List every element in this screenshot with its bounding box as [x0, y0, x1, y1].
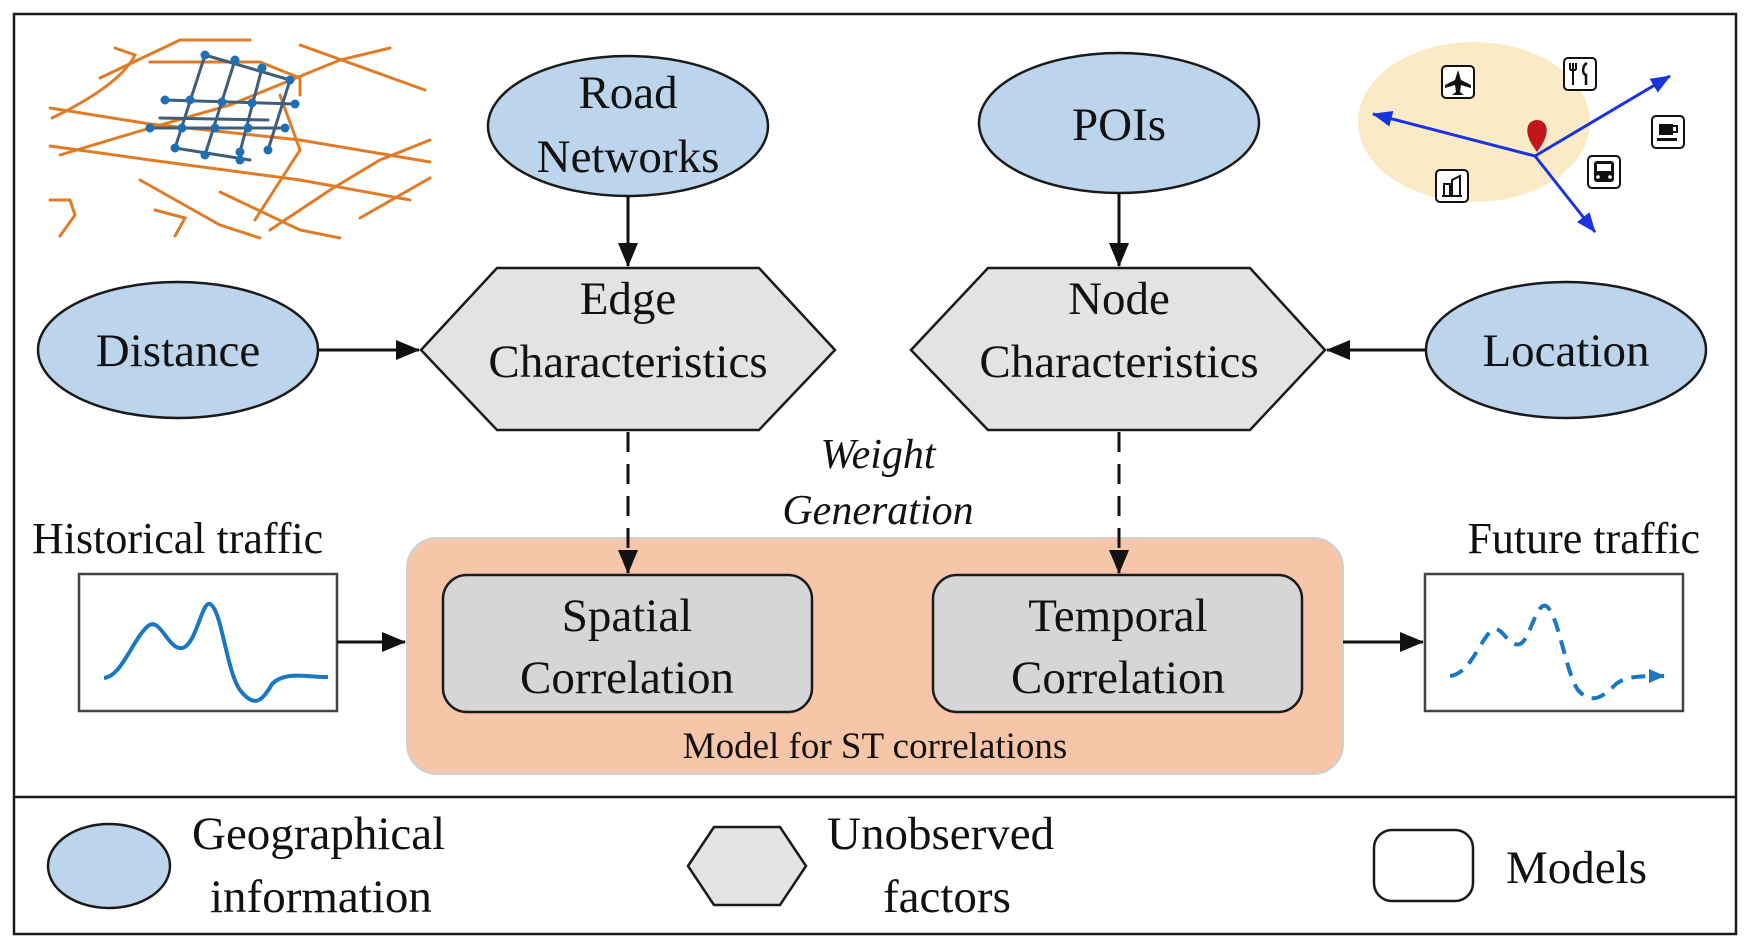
bus-icon [1587, 155, 1621, 189]
weight-generation-line-1: Weight [820, 432, 936, 478]
legend-models: Models [1372, 828, 1647, 903]
legend-models-label: Models [1506, 842, 1647, 894]
coffee-icon [1651, 115, 1685, 149]
legend-unobserved-line-2: factors [883, 871, 1011, 923]
node-characteristics-node: Node Characteristics [909, 266, 1327, 432]
road-networks-node: Road Networks [486, 54, 770, 198]
road-networks-line-2: Networks [537, 131, 720, 183]
edge-characteristics-line-1: Edge [580, 273, 677, 325]
pois-node: POIs [977, 51, 1261, 195]
road-network-map-icon [48, 38, 432, 240]
node-characteristics-line-2: Characteristics [979, 336, 1258, 388]
historical-traffic-chart [77, 572, 339, 713]
node-characteristics-line-1: Node [1068, 273, 1170, 325]
distance-label: Distance [96, 325, 260, 377]
spatial-correlation-line-1: Spatial [562, 590, 693, 642]
legend-geographical-line-1: Geographical [192, 808, 445, 860]
spatial-correlation-line-2: Correlation [520, 652, 734, 704]
model-region-label: Model for ST correlations [683, 726, 1068, 767]
legend-geographical: Geographical information [46, 808, 445, 923]
edge-characteristics-node: Edge Characteristics [419, 266, 837, 432]
office-icon [1435, 169, 1469, 203]
future-traffic-chart [1423, 572, 1685, 713]
legend-unobserved: Unobserved factors [686, 808, 1054, 923]
pois-label: POIs [1072, 99, 1166, 151]
temporal-correlation-line-2: Correlation [1011, 652, 1225, 704]
edge-characteristics-line-2: Characteristics [488, 336, 767, 388]
road-network-nodes [145, 50, 300, 165]
spatial-correlation-node: Spatial Correlation [441, 573, 814, 714]
weight-generation-line-2: Generation [782, 488, 973, 534]
location-pin-icon [1527, 120, 1547, 152]
restaurant-icon [1563, 57, 1597, 91]
legend-geographical-line-2: information [210, 871, 432, 923]
poi-map-icon [1358, 42, 1685, 233]
location-label: Location [1482, 325, 1649, 377]
legend-unobserved-line-1: Unobserved [827, 808, 1054, 860]
flow-arrows [318, 193, 1426, 652]
temporal-correlation-node: Temporal Correlation [931, 573, 1304, 714]
future-traffic-label: Future traffic [1467, 514, 1700, 563]
distance-node: Distance [36, 280, 320, 420]
temporal-correlation-line-1: Temporal [1028, 590, 1207, 642]
diagram-frame [12, 12, 1738, 936]
location-node: Location [1424, 280, 1708, 420]
legend: Geographical information Unobserved fact… [46, 808, 1647, 923]
airplane-icon [1441, 65, 1475, 99]
historical-traffic-label: Historical traffic [32, 514, 323, 563]
road-networks-line-1: Road [578, 67, 677, 119]
